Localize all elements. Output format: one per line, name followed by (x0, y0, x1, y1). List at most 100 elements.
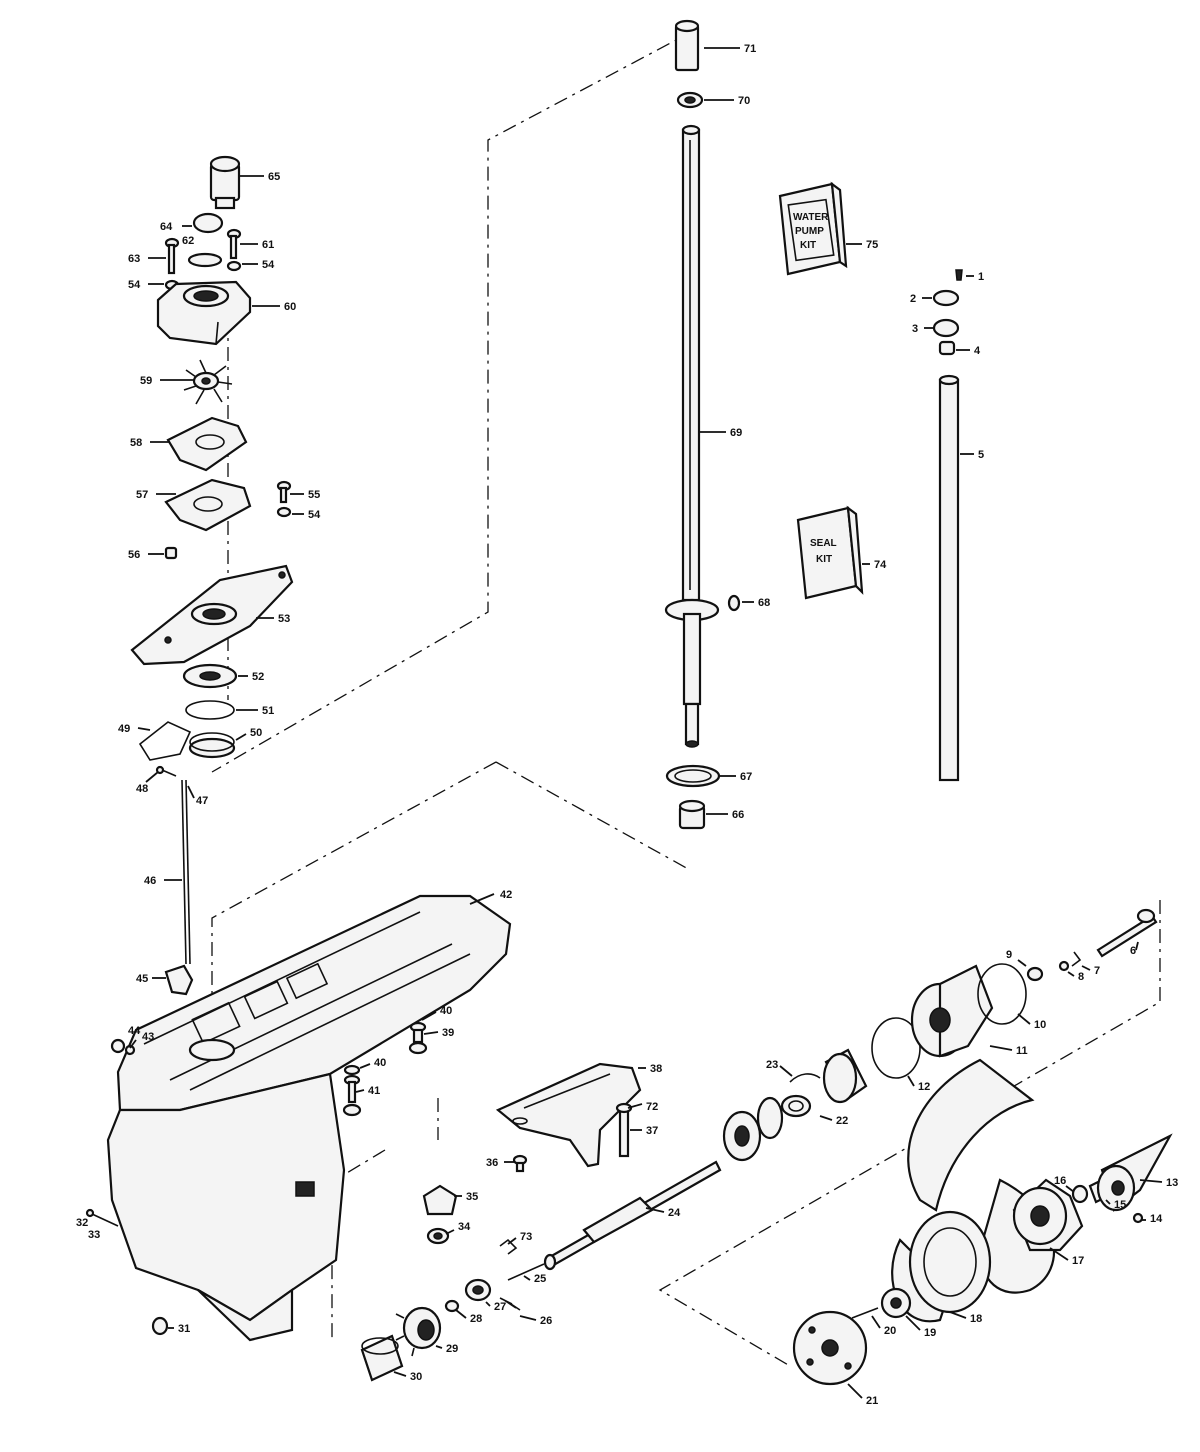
callout-label-38: 38 (650, 1063, 662, 1075)
callout-leaders (129, 47, 1163, 1399)
gasket-part (164, 478, 252, 532)
callout-label-32: 32 (76, 1217, 88, 1229)
screw-55-part (276, 480, 292, 504)
pump-screw-left-part (164, 237, 180, 275)
callout-label-7: 7 (1094, 965, 1100, 977)
callout-label-9: 9 (1006, 949, 1012, 961)
callout-label-63: 63 (128, 253, 140, 265)
callout-label-51: 51 (262, 705, 274, 717)
callout-leader-49 (137, 727, 151, 731)
pump-base-plate-part (130, 564, 294, 666)
callout-label-68: 68 (758, 597, 770, 609)
callout-leader-24 (645, 1207, 665, 1213)
callout-label-50: 50 (250, 727, 262, 739)
callout-leader-16 (1065, 1185, 1075, 1193)
callout-leader-11 (989, 1045, 1013, 1051)
callout-label-56: 56 (128, 549, 140, 561)
wear-plate-part (166, 416, 248, 472)
callout-label-4: 4 (974, 345, 981, 357)
callout-label-46: 46 (144, 875, 156, 887)
callout-label-53: 53 (278, 613, 290, 625)
water-pump-kit-line3: KIT (800, 240, 816, 251)
callout-leader-23 (779, 1065, 793, 1077)
callout-label-48: 48 (136, 783, 148, 795)
callout-label-62: 62 (182, 235, 194, 247)
pinion-gear-group (422, 1184, 458, 1245)
callout-label-16: 16 (1054, 1175, 1066, 1187)
callout-label-70: 70 (738, 95, 750, 107)
callout-label-2: 2 (910, 293, 916, 305)
callout-label-67: 67 (740, 771, 752, 783)
callout-leader-43 (129, 1039, 137, 1049)
water-tube-group (932, 269, 963, 782)
washer-right-part (226, 260, 242, 272)
callout-label-54b: 54 (128, 279, 141, 291)
callout-leader-40a (421, 1011, 437, 1021)
callout-leader-34 (445, 1229, 455, 1235)
callout-leader-19 (905, 1315, 921, 1331)
callout-label-42: 42 (500, 889, 512, 901)
callout-label-59: 59 (140, 375, 152, 387)
pin-56-part (164, 546, 178, 560)
callout-leader-6 (1135, 941, 1139, 951)
callout-label-54c: 54 (308, 509, 321, 521)
callout-label-31: 31 (178, 1323, 190, 1335)
callout-label-6: 6 (1130, 945, 1136, 957)
prop-nut-cone-group (1071, 1133, 1173, 1224)
gearcase-housing-part (106, 894, 512, 1342)
callout-leader-41 (355, 1089, 365, 1093)
water-pump-stack (130, 155, 294, 761)
callout-leader-18 (949, 1311, 967, 1319)
bushing-50-part (188, 732, 236, 759)
seal-kit-line2: KIT (816, 554, 832, 565)
callout-label-23: 23 (766, 1059, 778, 1071)
water-pump-kit-line2: PUMP (795, 226, 824, 237)
trim-tab-part (495, 1062, 642, 1173)
callout-label-27: 27 (494, 1301, 506, 1313)
callout-label-45: 45 (136, 973, 148, 985)
callout-leader-48 (145, 771, 159, 783)
callout-leader-47 (187, 785, 195, 799)
callout-label-40b: 40 (374, 1057, 386, 1069)
callout-leader-22 (819, 1115, 833, 1121)
pump-liner-part (209, 155, 241, 210)
callout-label-40a: 40 (440, 1005, 452, 1017)
callout-leader-39 (423, 1031, 439, 1035)
callout-label-3: 3 (912, 323, 918, 335)
callout-label-73: 73 (520, 1231, 532, 1243)
callout-leader-27 (485, 1301, 491, 1307)
callout-label-74: 74 (874, 559, 887, 571)
callout-label-12: 12 (918, 1081, 930, 1093)
pump-cap-part (192, 212, 224, 234)
callout-label-29: 29 (446, 1343, 458, 1355)
callout-leader-17 (1049, 1247, 1069, 1261)
callout-leader-8 (1067, 971, 1075, 977)
thrust-hub-group (792, 1287, 912, 1386)
callout-leader-50 (235, 733, 247, 741)
propeller-shaft-part (543, 1160, 722, 1271)
callout-label-47: 47 (196, 795, 208, 807)
callout-label-43: 43 (142, 1031, 154, 1043)
callout-label-54a: 54 (262, 259, 275, 271)
callout-label-11: 11 (1016, 1045, 1028, 1057)
housing-hardware (85, 1021, 428, 1227)
callout-label-49: 49 (118, 723, 130, 735)
callout-label-13: 13 (1166, 1177, 1178, 1189)
o-ring-51-part (185, 700, 235, 720)
callout-label-26: 26 (540, 1315, 552, 1327)
callout-label-39: 39 (442, 1027, 454, 1039)
oil-seal-52-part (182, 663, 238, 689)
shift-rod-group (155, 765, 194, 996)
callout-label-20: 20 (884, 1325, 896, 1337)
callout-leader-12 (907, 1075, 915, 1087)
callout-label-25: 25 (534, 1273, 546, 1285)
callout-leader-21 (847, 1383, 863, 1399)
callout-leader-9 (1017, 959, 1027, 967)
callout-label-64: 64 (160, 221, 173, 233)
callout-label-24: 24 (668, 1207, 681, 1219)
callout-leader-72 (627, 1103, 643, 1109)
callout-label-33: 33 (88, 1229, 100, 1241)
callout-label-28: 28 (470, 1313, 482, 1325)
